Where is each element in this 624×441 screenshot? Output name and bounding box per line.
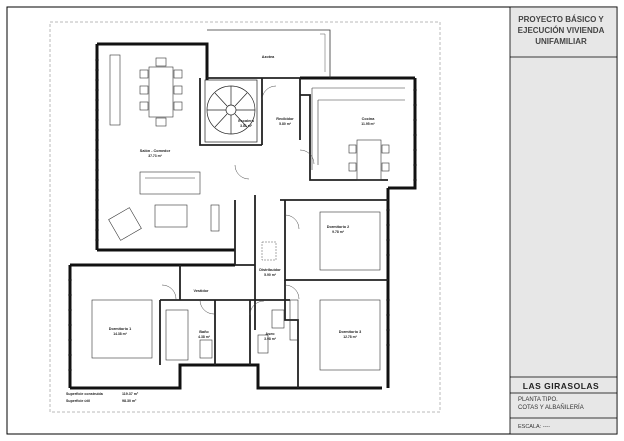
door-arc xyxy=(234,164,250,180)
wardrobe xyxy=(289,299,299,341)
room-area-bano: 4.38 m² xyxy=(198,335,211,339)
counter xyxy=(311,87,405,170)
summary-useful-label: Superficie útil xyxy=(66,399,90,403)
chair xyxy=(173,85,183,95)
room-name-azotea: Azotea xyxy=(262,55,275,59)
terrace xyxy=(207,29,331,78)
room-area-dorm3: 12.78 m² xyxy=(343,335,357,339)
door-arc xyxy=(161,284,177,300)
chair xyxy=(139,101,149,111)
plan-name-line1: PLANTA TIPO. xyxy=(518,397,558,403)
summary-built-label: Superficie construida xyxy=(66,392,103,396)
room-area-salon: 37.73 m² xyxy=(148,154,162,158)
chair xyxy=(381,162,390,172)
sideboard xyxy=(109,54,121,126)
room-name-escalera: Escalera xyxy=(238,119,255,123)
bedroom-furniture xyxy=(91,211,381,371)
room-name-recibidor: Recibidor xyxy=(276,117,294,121)
plan-name-line2: COTAS Y ALBAÑILERÍA xyxy=(518,405,584,411)
stair-step xyxy=(214,113,228,128)
room-name-dorm2: Dormitorio 2 xyxy=(327,225,350,229)
room-name-vestidor: Vestidor xyxy=(194,289,210,293)
title-block-heading: PROYECTO BÁSICO Y EJECUCIÓN VIVIENDA UNI… xyxy=(517,15,605,46)
door-arc xyxy=(199,299,215,315)
terrace-outline xyxy=(207,29,331,78)
coffee-table xyxy=(154,204,188,228)
plot-boundary xyxy=(49,21,441,413)
stair-step xyxy=(234,113,248,128)
sofa xyxy=(139,171,201,195)
dining-table xyxy=(148,66,174,118)
title-block xyxy=(509,6,618,435)
room-name-cocina: Cocina xyxy=(362,117,376,121)
bed-dorm3 xyxy=(319,299,381,371)
kitchen-fittings xyxy=(311,87,405,181)
washbasin xyxy=(271,309,285,329)
toilet xyxy=(257,334,269,354)
skylight xyxy=(261,241,277,261)
door-arc xyxy=(249,300,265,316)
chair xyxy=(381,144,390,154)
door-arc xyxy=(261,85,277,101)
chair xyxy=(173,69,183,79)
stair-step xyxy=(214,92,228,107)
room-name-dorm3: Dormitorio 3 xyxy=(339,330,362,334)
exterior-walls xyxy=(68,42,417,390)
terrace-parapet xyxy=(320,33,326,72)
room-name-distribuidor: Distribuidor xyxy=(259,268,281,272)
stair-step xyxy=(234,92,248,107)
chair xyxy=(173,101,183,111)
room-area-escalera: 3.81 m² xyxy=(240,124,253,128)
wall-salon xyxy=(97,42,209,80)
room-area-distribuidor: 5.90 m² xyxy=(264,273,277,277)
summary-built-value: 119.37 m² xyxy=(122,392,139,396)
interior-walls xyxy=(159,77,388,388)
room-labels: Azotea Salón - Comedor 37.73 m² Escalera… xyxy=(109,55,376,341)
door-arc xyxy=(284,284,300,300)
stair-well xyxy=(204,79,258,143)
wall xyxy=(199,78,262,146)
spiral-staircase xyxy=(204,79,258,143)
door-arc xyxy=(299,149,315,165)
room-name-bano: Baño xyxy=(199,330,209,334)
project-name: LAS GIRASOLAS xyxy=(522,381,600,391)
bed-dorm2 xyxy=(319,211,381,271)
scale-label: ESCALA: ---- xyxy=(518,424,551,430)
room-area-dorm1: 14.38 m² xyxy=(113,332,127,336)
room-area-cocina: 11.95 m² xyxy=(361,122,375,126)
chair xyxy=(155,57,167,67)
wall-kitchen-right xyxy=(388,78,417,190)
window-hatches xyxy=(68,59,417,371)
room-name-dorm1: Dormitorio 1 xyxy=(109,327,132,331)
armchair xyxy=(108,207,142,241)
doors xyxy=(161,85,315,316)
wall xyxy=(300,94,388,181)
chair xyxy=(155,117,167,127)
summary-useful-value: 98.30 m² xyxy=(122,399,137,403)
room-area-dorm2: 9.78 m² xyxy=(332,230,345,234)
wall-bottom xyxy=(70,363,382,390)
chair xyxy=(348,144,357,154)
kitchen-table xyxy=(356,139,382,181)
chair xyxy=(139,69,149,79)
door-arc xyxy=(284,214,300,230)
room-area-recibidor: 5.80 m² xyxy=(279,122,292,126)
tv-unit xyxy=(210,204,220,232)
room-area-aseo: 3.98 m² xyxy=(264,337,277,341)
chair xyxy=(348,162,357,172)
bed-dorm1 xyxy=(91,299,153,359)
salon-furniture xyxy=(108,54,220,241)
room-name-aseo: Aseo xyxy=(265,332,275,336)
chair xyxy=(139,85,149,95)
washbasin xyxy=(199,339,213,359)
bathtub xyxy=(165,309,189,361)
room-name-salon: Salón - Comedor xyxy=(140,149,171,153)
